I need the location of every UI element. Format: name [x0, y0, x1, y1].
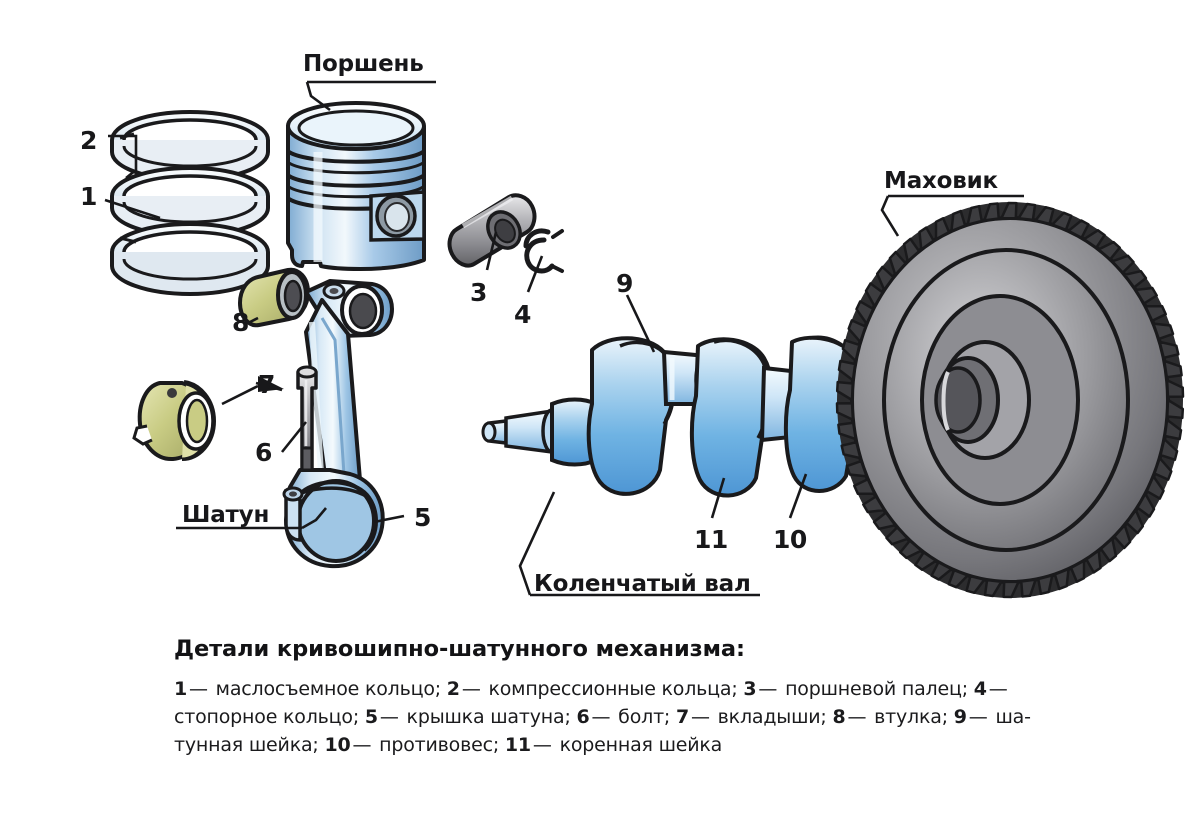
caption-title: Детали кривошипно-шатунного механизма: — [174, 636, 745, 662]
piston-pin — [447, 193, 537, 268]
retaining-circlip — [523, 228, 564, 274]
bearing-shells — [132, 380, 217, 461]
callout-number-4: 4 — [514, 300, 531, 329]
callout-number-7: 7 — [258, 370, 275, 399]
caption-line: 1— маслосъемное кольцо; 2— компрессионны… — [174, 678, 1008, 700]
caption-line: стопорное кольцо; 5— крышка шатуна; 6— б… — [174, 705, 1031, 728]
piston-rings-group — [110, 110, 270, 296]
caption-line: тунная шейка; 10— противовес; 11— коренн… — [174, 733, 723, 756]
callout-number-1: 1 — [80, 182, 97, 211]
mechanism-illustration — [104, 80, 1185, 599]
leader-piston — [305, 80, 436, 112]
callout-number-2: 2 — [80, 126, 97, 155]
caption-body: 1— маслосъемное кольцо; 2— компрессионны… — [174, 676, 1034, 760]
figure-caption: Детали кривошипно-шатунного механизма: 1… — [174, 636, 1034, 760]
leader-lines-rings — [104, 134, 161, 220]
label-conrod: Шатун — [182, 502, 270, 528]
leader-crankshaft — [518, 491, 760, 597]
compression-ring-top — [110, 110, 270, 182]
leader-conrod — [176, 507, 327, 530]
connecting-rod — [282, 279, 394, 569]
label-flywheel: Маховик — [884, 168, 998, 194]
callout-number-9: 9 — [616, 269, 633, 298]
callout-number-10: 10 — [773, 525, 807, 554]
callout-number-3: 3 — [470, 278, 487, 307]
leader-lines-crank — [625, 294, 808, 519]
conrod-bolt — [296, 365, 318, 472]
piston-body — [286, 101, 426, 271]
label-piston: Поршень — [303, 51, 424, 77]
small-end-bushing — [238, 267, 310, 328]
flywheel — [835, 201, 1185, 599]
label-crankshaft: Коленчатый вал — [534, 571, 751, 597]
callout-number-6: 6 — [255, 438, 272, 467]
callout-number-8: 8 — [232, 308, 249, 337]
oil-scraper-ring — [110, 222, 270, 296]
callout-number-11: 11 — [694, 525, 728, 554]
leader-flywheel — [880, 194, 1024, 237]
callout-number-5: 5 — [414, 503, 431, 532]
